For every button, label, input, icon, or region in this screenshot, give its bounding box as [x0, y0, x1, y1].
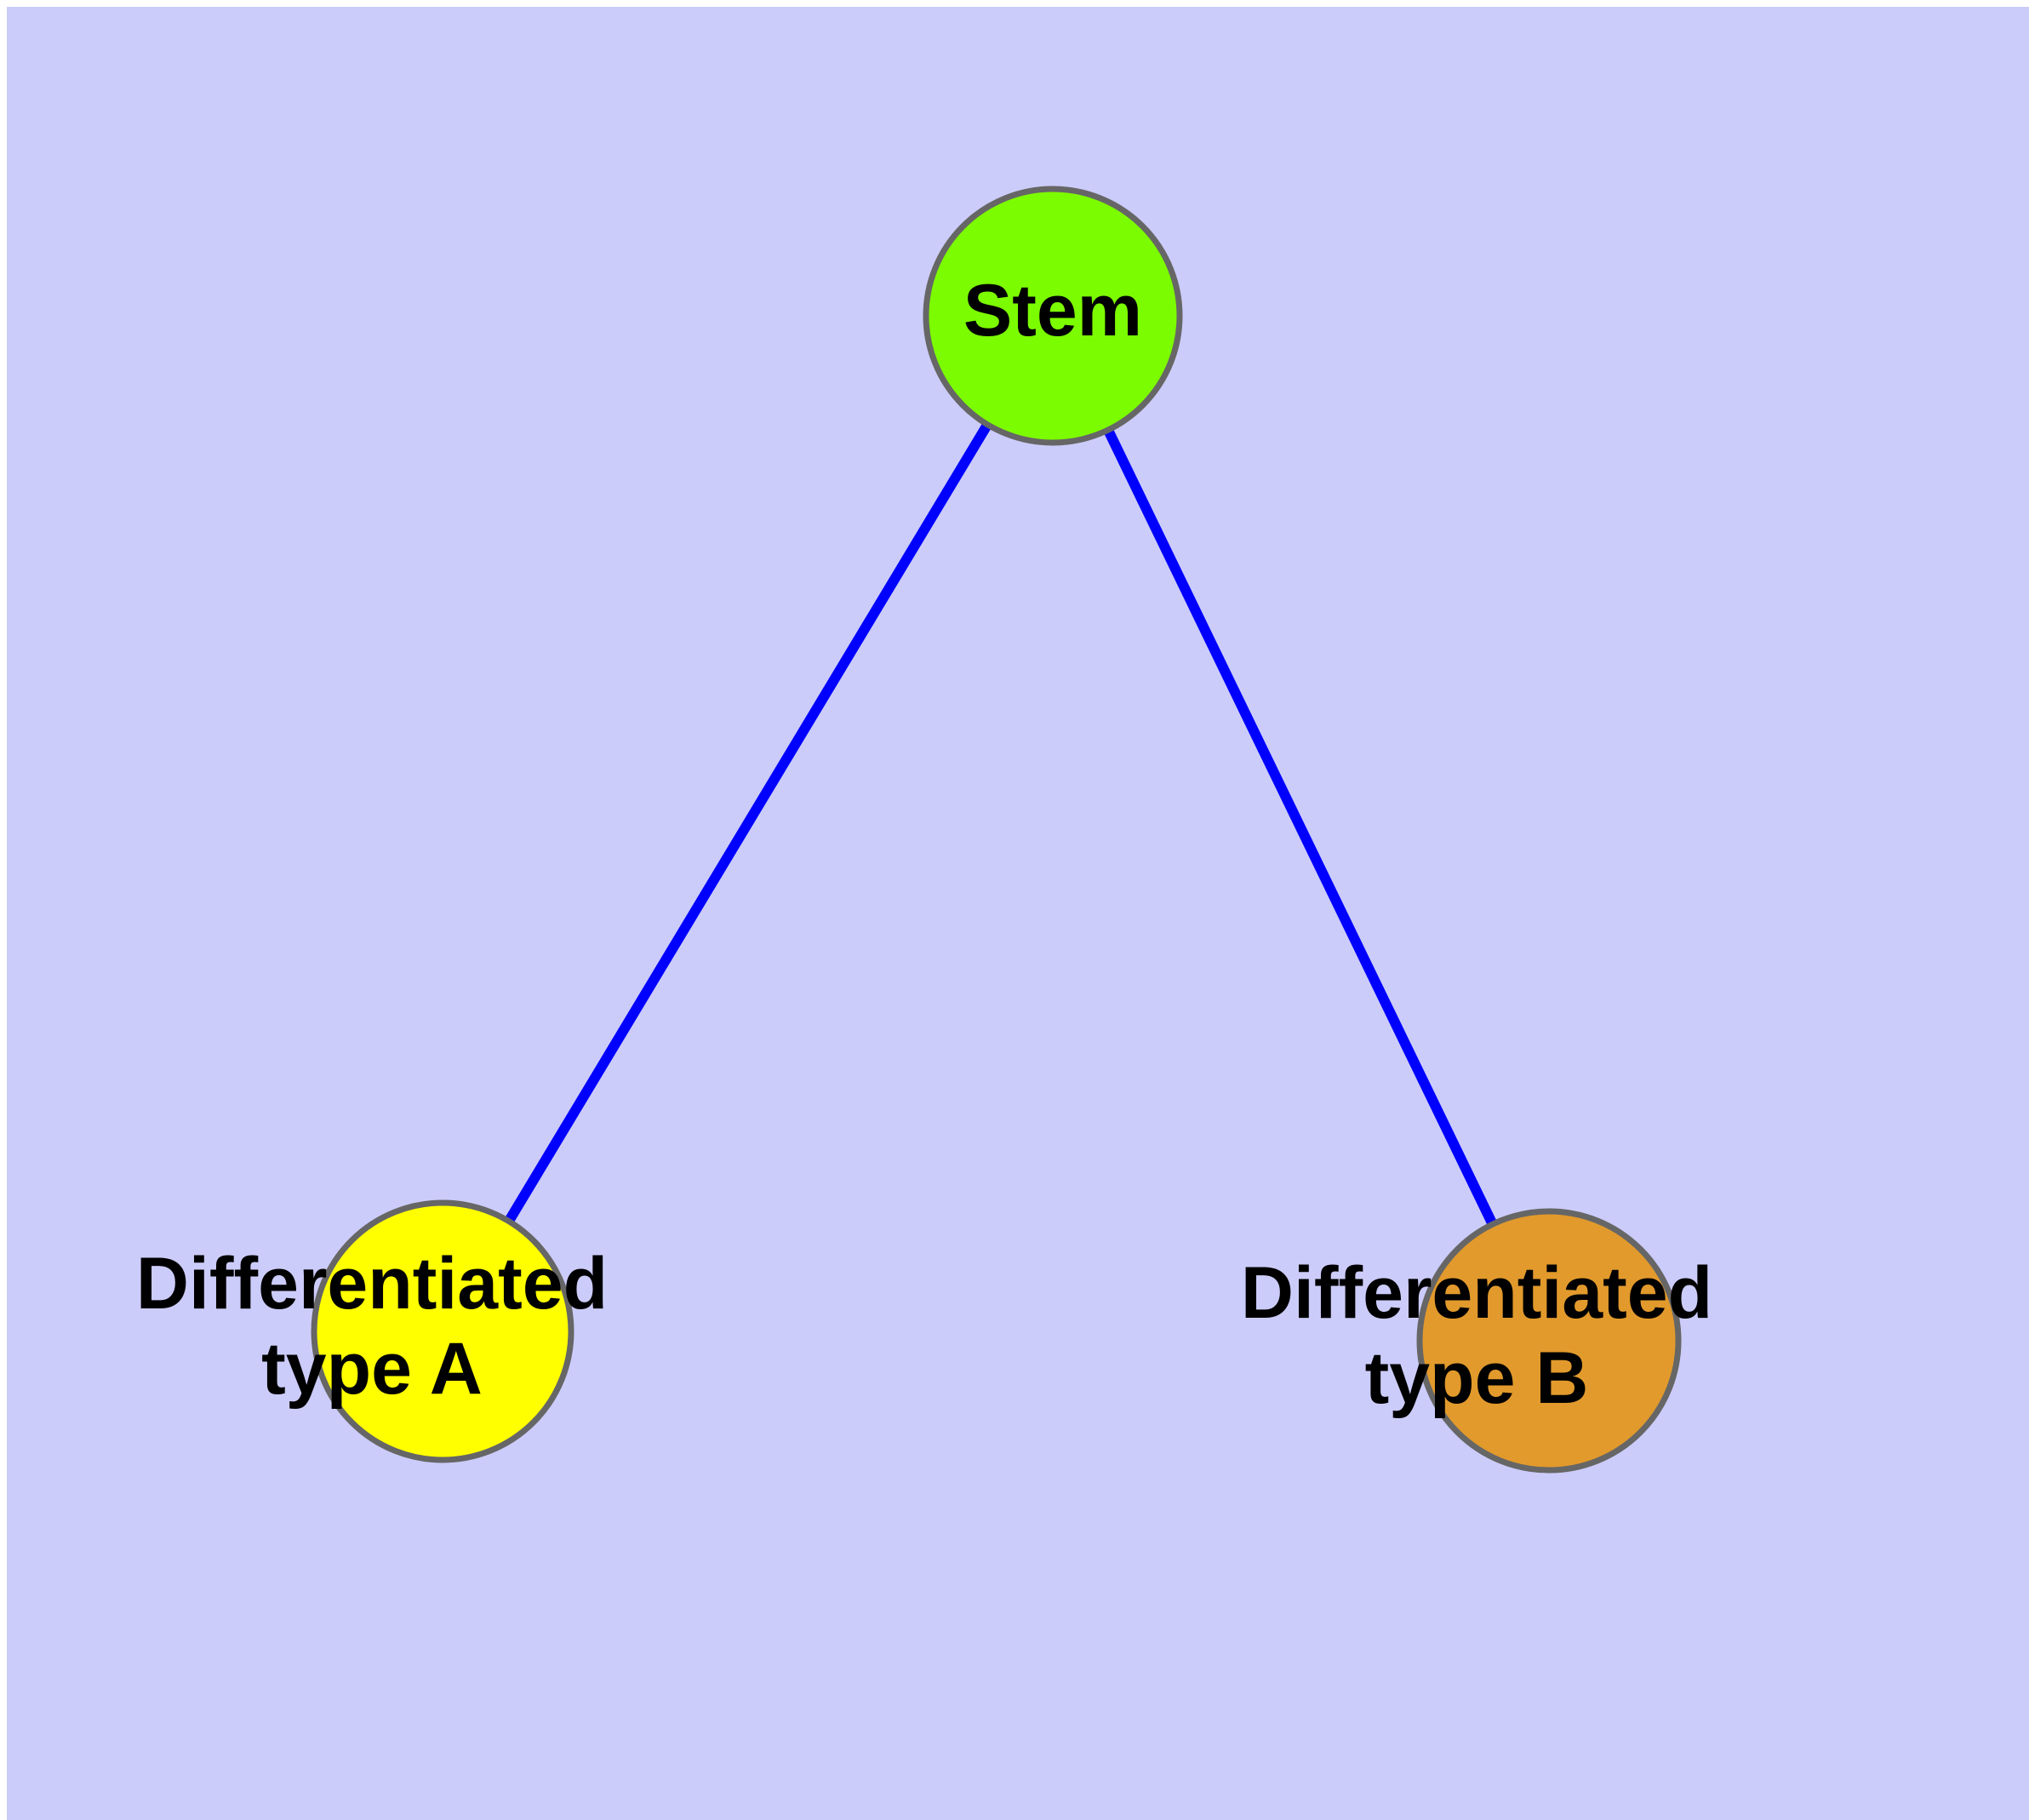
graph-node-label-stem: Stem: [963, 270, 1142, 352]
edges-layer: [437, 312, 1554, 1343]
graph-edge[interactable]: [1048, 313, 1554, 1343]
graph-node-diff-a[interactable]: [311, 1199, 574, 1463]
graph-node-label-line: Differentiated: [136, 1243, 608, 1325]
graph-node-label-line: Differentiated: [1241, 1252, 1712, 1334]
graph-node-label-line: type A: [261, 1328, 483, 1410]
graph-node-stem[interactable]: [923, 186, 1183, 446]
graph-edge[interactable]: [437, 312, 1058, 1335]
graph-node-diff-b[interactable]: [1416, 1208, 1682, 1474]
graph-node-label-line: Stem: [963, 270, 1142, 352]
graph-node-label-line: type B: [1365, 1337, 1589, 1419]
